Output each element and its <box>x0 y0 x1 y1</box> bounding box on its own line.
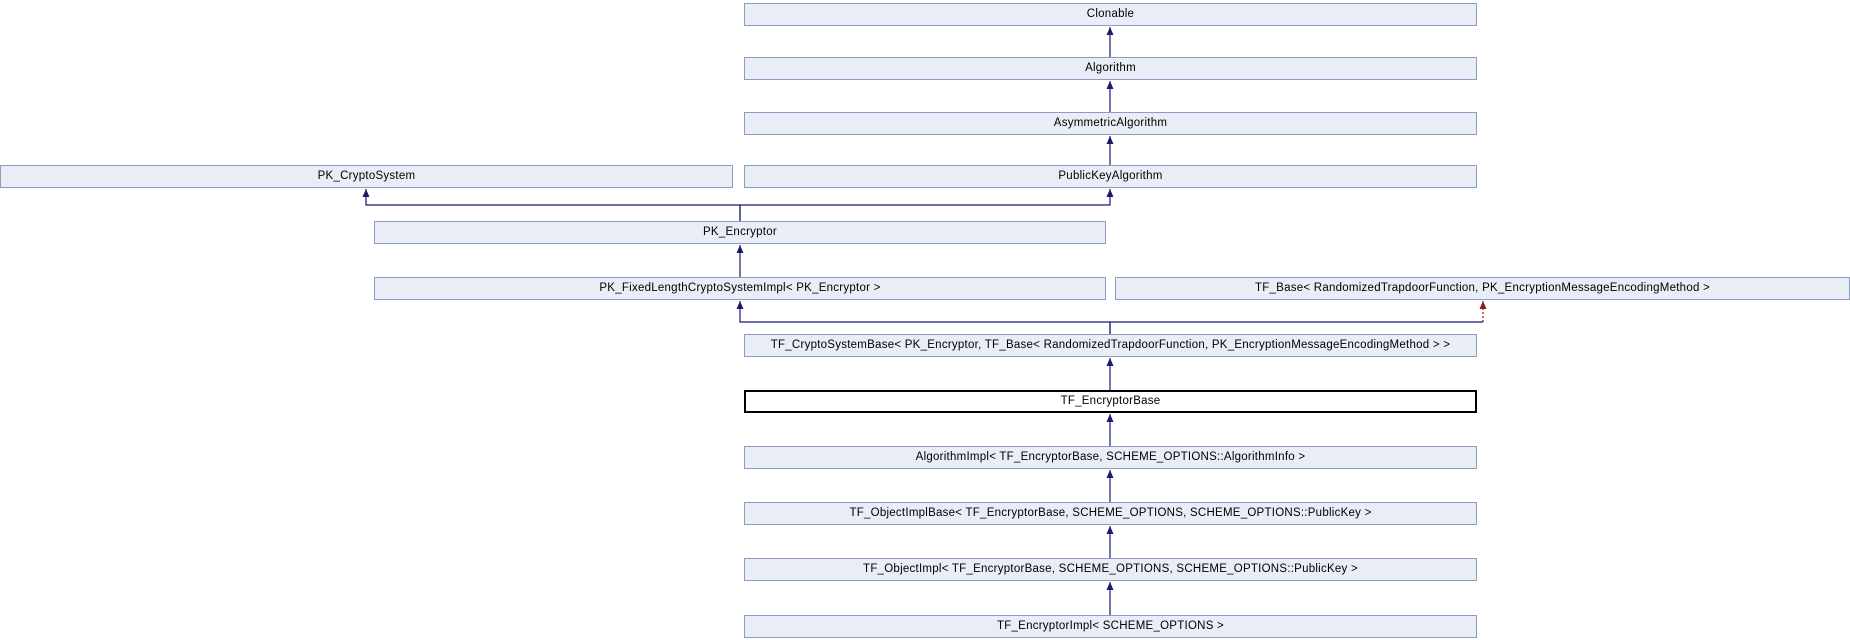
class-node-label: TF_CryptoSystemBase< PK_Encryptor, TF_Ba… <box>770 338 1451 351</box>
class-node-tf-encryptorimpl[interactable]: TF_EncryptorImpl< SCHEME_OPTIONS > <box>744 615 1477 638</box>
arrowhead-publickeyalgorithm-to-asymmetricalgorithm <box>1106 136 1114 144</box>
class-node-label: TF_EncryptorImpl< SCHEME_OPTIONS > <box>996 619 1225 632</box>
class-node-pk-cryptosystem[interactable]: PK_CryptoSystem <box>0 165 733 188</box>
arrowhead-algorithm-to-clonable <box>1106 27 1114 35</box>
class-node-tf-objectimplbase[interactable]: TF_ObjectImplBase< TF_EncryptorBase, SCH… <box>744 502 1477 525</box>
class-node-label: PK_FixedLengthCryptoSystemImpl< PK_Encry… <box>599 281 881 294</box>
class-node-tf-cryptosystembase[interactable]: TF_CryptoSystemBase< PK_Encryptor, TF_Ba… <box>744 334 1477 357</box>
class-node-tf-encryptorbase: TF_EncryptorBase <box>744 390 1477 413</box>
class-node-label: PK_Encryptor <box>703 225 777 238</box>
arrowhead-asymmetricalgorithm-to-algorithm <box>1106 81 1114 89</box>
class-node-label: Algorithm <box>1085 61 1136 74</box>
arrowhead-pk-fixedlengthcryptosystemimpl-to-pk-encryptor <box>736 245 744 253</box>
class-node-label: TF_ObjectImpl< TF_EncryptorBase, SCHEME_… <box>863 562 1358 575</box>
class-node-label: TF_Base< RandomizedTrapdoorFunction, PK_… <box>1254 281 1711 294</box>
class-node-clonable[interactable]: Clonable <box>744 3 1477 26</box>
class-node-pk-encryptor[interactable]: PK_Encryptor <box>374 221 1106 244</box>
edge-tf-cryptosystembase-to-tf-base <box>1109 321 1483 334</box>
arrowhead-tf-cryptosystembase-to-pk-fixedlengthcryptosystemimpl <box>736 301 744 309</box>
arrowhead-tf-cryptosystembase-to-tf-base <box>1479 301 1487 309</box>
edge-tf-cryptosystembase-to-pk-fixedlengthcryptosystemimpl <box>739 301 1111 334</box>
class-node-tf-base[interactable]: TF_Base< RandomizedTrapdoorFunction, PK_… <box>1115 277 1850 300</box>
class-node-label: PK_CryptoSystem <box>317 169 416 182</box>
class-node-algorithm[interactable]: Algorithm <box>744 57 1477 80</box>
arrowhead-tf-encryptorbase-to-tf-cryptosystembase <box>1106 358 1114 366</box>
edge-pk-encryptor-to-pk-cryptosystem <box>365 189 741 221</box>
arrowhead-pk-encryptor-to-pk-cryptosystem <box>362 189 370 197</box>
class-node-label: Clonable <box>1086 7 1135 20</box>
arrowhead-tf-objectimpl-to-tf-objectimplbase <box>1106 526 1114 534</box>
class-node-tf-objectimpl[interactable]: TF_ObjectImpl< TF_EncryptorBase, SCHEME_… <box>744 558 1477 581</box>
arrowhead-tf-objectimplbase-to-algorithmimpl <box>1106 470 1114 478</box>
arrowhead-algorithmimpl-to-tf-encryptorbase <box>1106 414 1114 422</box>
class-node-publickeyalgorithm[interactable]: PublicKeyAlgorithm <box>744 165 1477 188</box>
arrowhead-tf-encryptorimpl-to-tf-objectimpl <box>1106 582 1114 590</box>
class-node-label: TF_ObjectImplBase< TF_EncryptorBase, SCH… <box>849 506 1372 519</box>
class-node-algorithmimpl[interactable]: AlgorithmImpl< TF_EncryptorBase, SCHEME_… <box>744 446 1477 469</box>
edge-pk-encryptor-to-publickeyalgorithm <box>739 189 1111 221</box>
class-node-label: AlgorithmImpl< TF_EncryptorBase, SCHEME_… <box>915 450 1306 463</box>
class-node-label: TF_EncryptorBase <box>1060 394 1161 407</box>
arrowhead-pk-encryptor-to-publickeyalgorithm <box>1106 189 1114 197</box>
class-node-pk-fixedlengthcryptosystemimpl[interactable]: PK_FixedLengthCryptoSystemImpl< PK_Encry… <box>374 277 1106 300</box>
class-node-label: PublicKeyAlgorithm <box>1058 169 1163 182</box>
class-node-asymmetricalgorithm[interactable]: AsymmetricAlgorithm <box>744 112 1477 135</box>
class-node-label: AsymmetricAlgorithm <box>1053 116 1168 129</box>
